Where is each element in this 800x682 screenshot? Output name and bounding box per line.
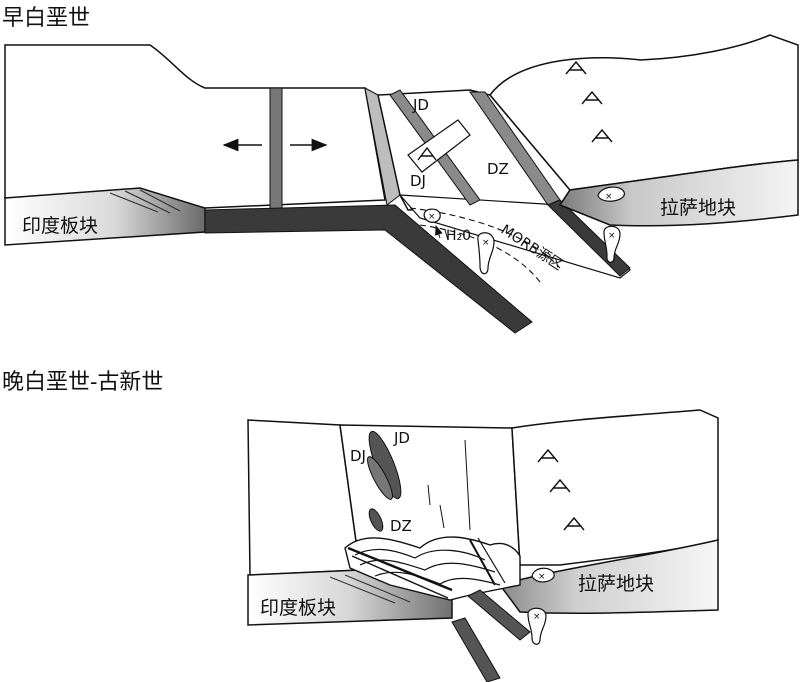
- dj-ophiolite-body: [367, 456, 393, 500]
- forearc-side-face: [398, 194, 631, 279]
- stage-title-late: 晚白垩世-古新世: [2, 370, 164, 395]
- svg-text:×: ×: [538, 572, 546, 582]
- svg-text:×: ×: [533, 612, 541, 622]
- late-dz-label: DZ: [390, 517, 412, 535]
- indian-plate-top-surface: [4, 44, 386, 209]
- stage-title-early: 早白垩世: [2, 6, 91, 31]
- late-jd-label: JD: [393, 429, 410, 447]
- magma-plume-icon: [477, 232, 495, 275]
- volcano-icon: [417, 146, 437, 161]
- late-subducted-slab-upper: [467, 589, 531, 641]
- late-lhasa-block-side-face: [498, 539, 719, 615]
- dz-ophiolite-body: [368, 508, 384, 532]
- svg-text:×: ×: [608, 231, 616, 241]
- subducting-slab: [204, 204, 533, 334]
- svg-text:×: ×: [605, 192, 613, 202]
- late-lhasa-magma-plume-icon: [527, 607, 547, 645]
- lhasa-volcano-icons: [565, 60, 613, 143]
- lhasa-magma-chamber-icon: [597, 186, 625, 202]
- h2o-label: H₂0: [446, 228, 471, 244]
- mid-ocean-ridge-stripe: [269, 87, 283, 213]
- late-subducted-slab-lower: [451, 617, 501, 682]
- svg-text:×: ×: [428, 212, 436, 222]
- magma-blob-icon: [423, 208, 441, 223]
- late-lhasa-volcano-icons: [537, 448, 585, 531]
- early-lhasa-block-label: 拉萨地块: [660, 197, 736, 219]
- early-dz-label: DZ: [487, 160, 509, 178]
- late-indian-plate-label: 印度板块: [260, 597, 336, 619]
- lhasa-magma-plume-icon: [603, 225, 621, 263]
- late-lhasa-block-top-surface: [511, 409, 719, 566]
- early-jd-label: JD: [412, 96, 429, 114]
- early-dj-label: DJ: [410, 172, 426, 190]
- jd-block: [407, 119, 471, 173]
- late-dj-label: DJ: [350, 447, 366, 465]
- lhasa-block-side-face: [558, 159, 799, 227]
- svg-text:×: ×: [482, 238, 490, 248]
- late-cretaceous-panel: × × 印度板块 拉萨地块 JD DJ DZ: [247, 409, 719, 682]
- early-indian-plate-label: 印度板块: [22, 215, 98, 237]
- late-lhasa-block-label: 拉萨地块: [578, 573, 654, 595]
- late-lhasa-magma-chamber-icon: [531, 567, 555, 583]
- early-cretaceous-panel: × × × × 印度板块 拉萨地块 JD DJ DZ H₂0 MORB源区: [4, 34, 799, 334]
